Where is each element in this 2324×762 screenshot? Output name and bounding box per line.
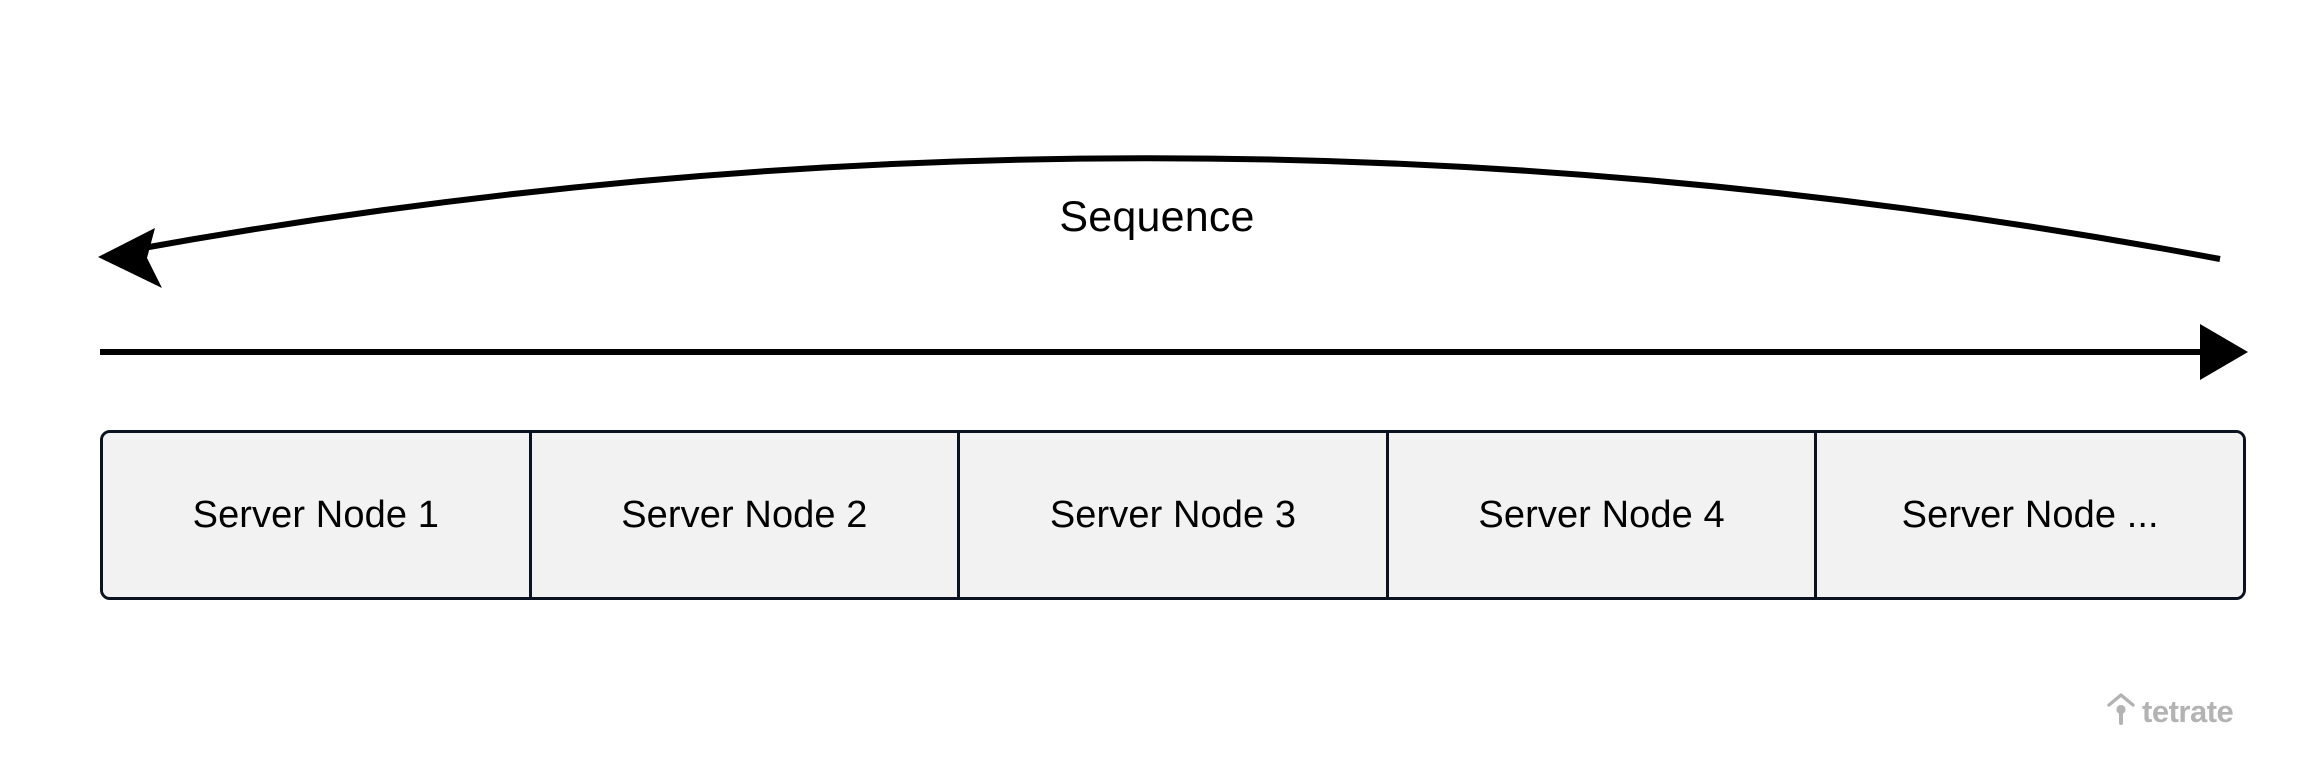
server-node-label: Server Node 3 xyxy=(1049,494,1297,536)
server-node-cell[interactable]: Server Node 3 xyxy=(960,433,1389,597)
server-node-label: Server Node 1 xyxy=(192,494,439,536)
sequence-arrow xyxy=(100,324,2248,380)
server-node-label: Server Node ... xyxy=(1901,494,2159,536)
server-node-strip: Server Node 1 Server Node 2 Server Node … xyxy=(100,430,2246,600)
server-node-cell[interactable]: Server Node 2 xyxy=(531,433,961,597)
tetrate-mark-icon xyxy=(2107,693,2135,725)
tetrate-logo: tetrate xyxy=(2106,688,2234,732)
tetrate-wordmark: tetrate xyxy=(2142,693,2234,729)
server-node-label: Server Node 2 xyxy=(621,494,868,536)
sequence-caption-text: Sequence xyxy=(1059,193,1255,241)
server-node-cell[interactable]: Server Node 4 xyxy=(1388,433,1818,597)
server-node-label: Server Node 4 xyxy=(1478,494,1725,536)
server-node-cell[interactable]: Server Node ... xyxy=(1817,433,2243,597)
server-node-cell[interactable]: Server Node 1 xyxy=(103,433,532,597)
sequence-caption: Sequence xyxy=(0,196,2324,239)
